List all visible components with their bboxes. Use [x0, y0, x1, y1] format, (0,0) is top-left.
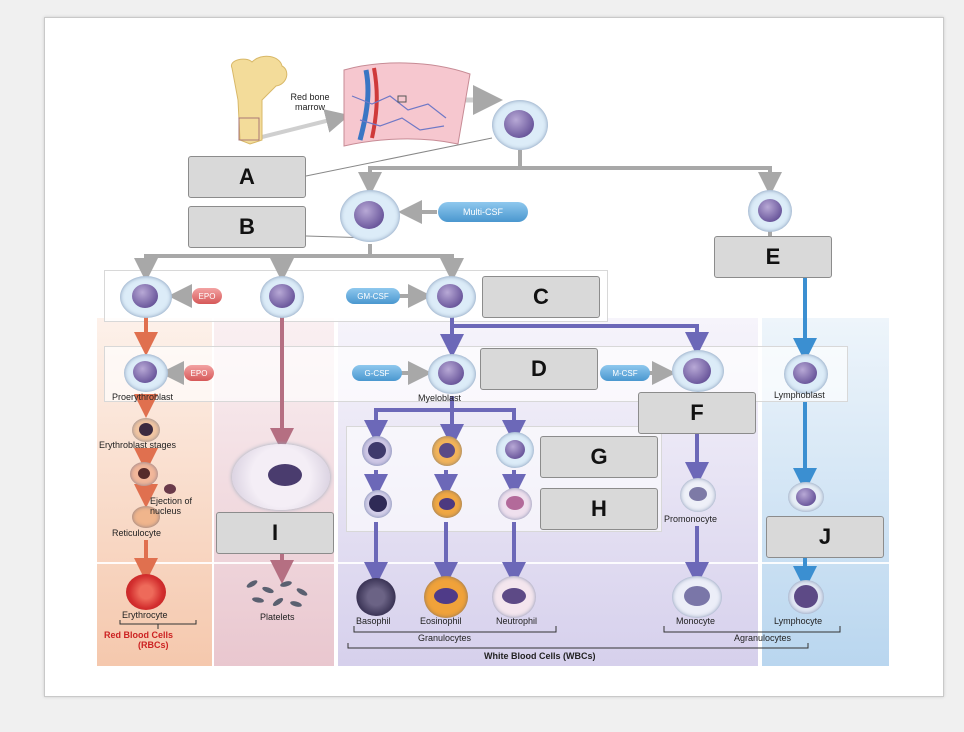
label-box-h[interactable]: H [540, 488, 658, 530]
label-box-a[interactable]: A [188, 156, 306, 198]
erythroid-progenitor-cell [120, 276, 172, 318]
m-csf-badge: M-CSF [600, 365, 650, 381]
promonocyte-label: Promonocyte [664, 514, 718, 524]
agranulocytes-label: Agranulocytes [734, 633, 792, 643]
epo-badge-2: EPO [184, 365, 214, 381]
reticulocyte-label: Reticulocyte [112, 528, 162, 538]
label-box-c[interactable]: C [482, 276, 600, 318]
neutrophil-cell [492, 576, 536, 618]
erythroblast-stages-label: Erythroblast stages [99, 440, 177, 450]
myeloblast-cell [428, 354, 476, 394]
label-box-j[interactable]: J [766, 516, 884, 558]
proerythroblast-cell [124, 354, 168, 392]
myeloid-stem-cell [340, 190, 400, 242]
rbc-group-label: Red Blood Cells [104, 630, 174, 640]
monocyte-label: Monocyte [676, 616, 716, 626]
label-box-e[interactable]: E [714, 236, 832, 278]
granulocyte-macrophage-progenitor-cell [426, 276, 476, 318]
reticulocyte-cell [132, 506, 160, 528]
wbc-group-label: White Blood Cells (WBCs) [484, 651, 596, 661]
monoblast-cell [672, 350, 724, 392]
gm-csf-badge: GM-CSF [346, 288, 400, 304]
eosinophil-cell [424, 576, 468, 618]
platelets-label: Platelets [260, 612, 295, 622]
megakaryocyte-cell [232, 444, 330, 510]
megakaryoblast-cell [260, 276, 304, 318]
monocyte-cell [672, 576, 722, 618]
mature-row-divider [97, 562, 889, 564]
lymphocyte-precursor-cell [788, 482, 824, 512]
ejected-nucleus [164, 484, 176, 494]
promonocyte-cell [680, 478, 716, 512]
label-box-i[interactable]: I [216, 512, 334, 554]
neutrophilic-band-cell [498, 488, 532, 520]
neutrophil-label: Neutrophil [496, 616, 538, 626]
ejection-of-nucleus-label: Ejection of nucleus [150, 496, 193, 516]
myeloblast-label: Myeloblast [418, 393, 462, 403]
erythroblast-cell [132, 418, 160, 442]
eosinophil-label: Eosinophil [420, 616, 462, 626]
rbc-group-abbrev: (RBCs) [138, 640, 169, 650]
granulocytes-label: Granulocytes [418, 633, 472, 643]
lymphoid-stem-cell [748, 190, 792, 232]
erythrocyte-label: Erythrocyte [122, 610, 168, 620]
red-bone-marrow-label: Red bone marrow [290, 92, 330, 112]
label-box-g[interactable]: G [540, 436, 658, 478]
g-csf-badge: G-CSF [352, 365, 402, 381]
erythrocyte-cell [126, 574, 166, 610]
lymphocyte-label: Lymphocyte [774, 616, 823, 626]
neutrophilic-myelocyte-cell [496, 432, 534, 468]
eosinophilic-band-cell [432, 490, 462, 518]
epo-badge: EPO [192, 288, 222, 304]
hemocytoblast-cell [492, 100, 548, 150]
basophilic-myelocyte-cell [362, 436, 392, 466]
lymphoblast-cell [784, 354, 828, 394]
eosinophilic-myelocyte-cell [432, 436, 462, 466]
multi-csf-badge: Multi-CSF [438, 202, 528, 222]
lymphocyte-cell [788, 580, 824, 614]
label-box-b[interactable]: B [188, 206, 306, 248]
basophilic-band-cell [364, 490, 392, 518]
label-box-f[interactable]: F [638, 392, 756, 434]
label-box-d[interactable]: D [480, 348, 598, 390]
basophil-cell [356, 578, 396, 616]
basophil-label: Basophil [356, 616, 391, 626]
normoblast-cell [130, 462, 158, 486]
lymphoblast-label: Lymphoblast [774, 390, 825, 400]
proerythroblast-label: Proerythroblast [112, 392, 174, 402]
